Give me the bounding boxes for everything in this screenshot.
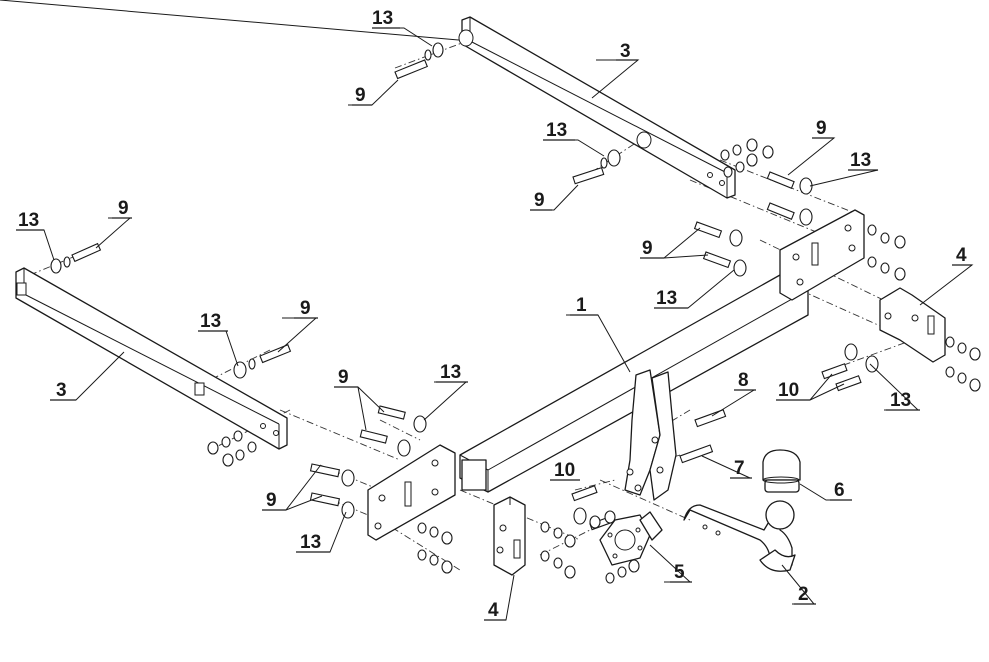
callout-2: 2 <box>798 584 809 605</box>
callout-13: 13 <box>546 120 567 141</box>
nuts-left-plate <box>417 522 453 574</box>
callout-13: 13 <box>18 210 39 231</box>
callout-13: 13 <box>656 288 677 309</box>
upper-side-bracket <box>0 0 736 199</box>
callout-13: 13 <box>300 532 321 553</box>
callout-10: 10 <box>554 460 575 481</box>
washers <box>50 42 879 525</box>
left-side-bracket <box>15 267 288 450</box>
nuts-right-bracket <box>945 336 981 392</box>
callout-underlines <box>16 27 972 621</box>
nut-groups <box>207 138 981 584</box>
nuts-upper-right <box>720 138 774 178</box>
bracket-right <box>879 287 946 363</box>
callout-10: 10 <box>778 380 799 401</box>
callout-4: 4 <box>488 600 499 621</box>
callout-13: 13 <box>372 8 393 29</box>
callout-9: 9 <box>642 238 653 259</box>
nuts-center-bracket <box>540 510 616 579</box>
callout-labels: 13 9 3 13 9 9 13 9 13 4 13 9 3 13 9 1 9 … <box>18 8 967 621</box>
callout-3: 3 <box>620 41 631 62</box>
callout-13: 13 <box>200 311 221 332</box>
callout-5: 5 <box>674 562 685 583</box>
callout-6: 6 <box>834 480 845 501</box>
tow-ball <box>683 500 796 572</box>
bracket-left <box>493 496 526 576</box>
callout-8: 8 <box>738 370 749 391</box>
ball-cover <box>762 449 801 493</box>
callout-9: 9 <box>300 298 311 319</box>
callout-9: 9 <box>118 198 129 219</box>
nuts-socket <box>605 559 640 584</box>
callout-13: 13 <box>440 362 461 383</box>
callout-7: 7 <box>734 458 745 479</box>
callout-13: 13 <box>890 390 911 411</box>
callout-1: 1 <box>576 295 587 316</box>
main-crossbar <box>367 209 865 541</box>
callout-13: 13 <box>850 150 871 171</box>
nuts-left-bar <box>207 430 257 467</box>
bolts <box>71 59 862 531</box>
callout-9: 9 <box>355 85 366 106</box>
callout-9: 9 <box>266 490 277 511</box>
callout-9: 9 <box>816 118 827 139</box>
callout-9: 9 <box>338 367 349 388</box>
socket-plate <box>599 511 663 566</box>
callout-9: 9 <box>534 190 545 211</box>
callout-3: 3 <box>56 380 67 401</box>
nuts-right-plate <box>867 224 906 281</box>
callout-4: 4 <box>956 245 967 266</box>
